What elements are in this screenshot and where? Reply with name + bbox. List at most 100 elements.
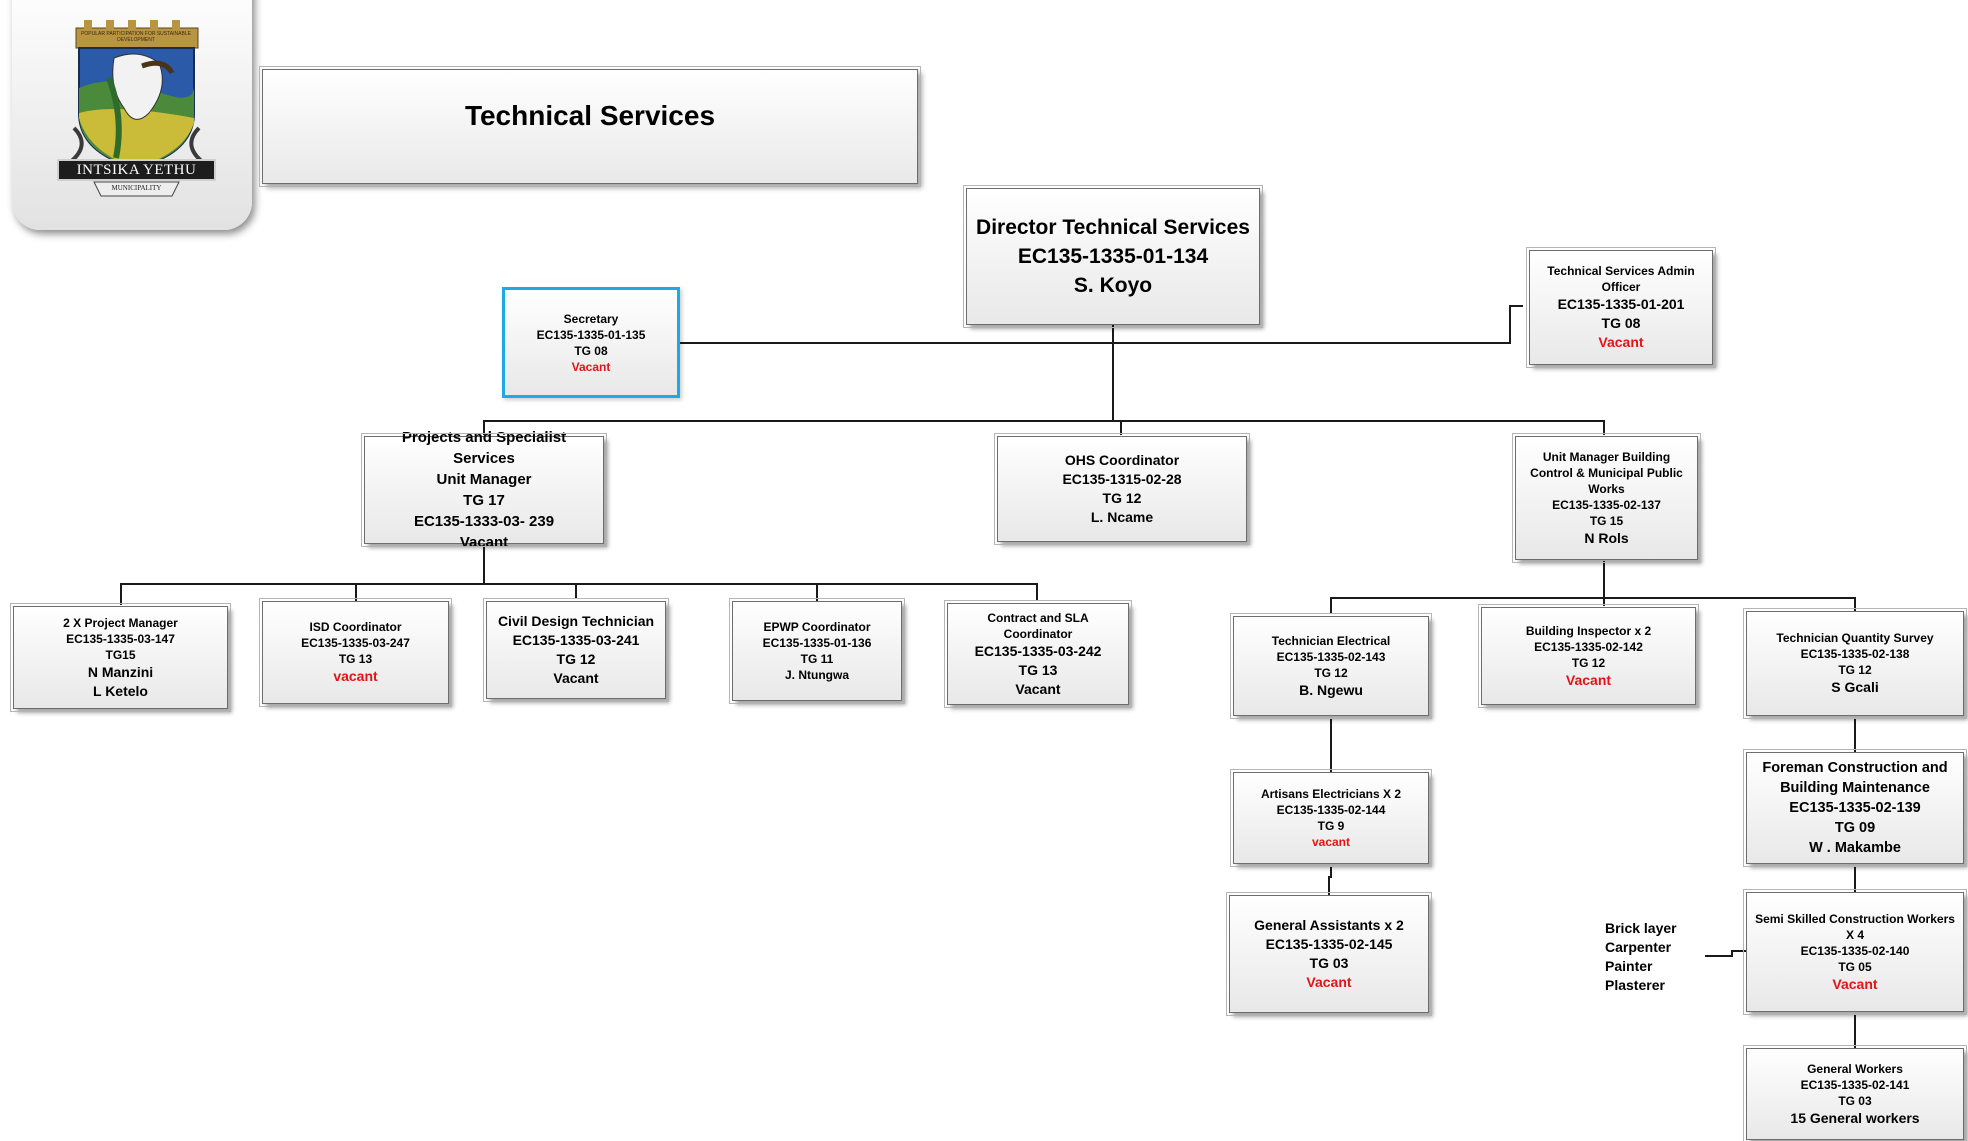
page-title-box: Technical Services (259, 66, 921, 187)
bldg-insp-grade: TG 12 (1571, 655, 1606, 670)
general-assistants-code: EC135-1335-02-145 (1265, 936, 1393, 952)
secretary-code: EC135-1335-01-135 (536, 327, 646, 342)
isd-title: ISD Coordinator (309, 620, 402, 634)
foreman-line2: Building Maintenance (1780, 780, 1930, 796)
projects-um-grade: TG 17 (463, 492, 505, 509)
isd-grade: TG 13 (338, 652, 373, 666)
artisans-title: Artisans Electricians X 2 (1260, 787, 1402, 801)
director-code: EC135-1335-01-134 (1017, 245, 1209, 268)
general-workers-title: General Workers (1807, 1061, 1903, 1076)
building-um-name: N Rols (1584, 529, 1629, 546)
epwp-title: EPWP Coordinator (763, 620, 871, 634)
projects-um-line2: Unit Manager (436, 471, 532, 488)
ohs-grade: TG 12 (1102, 490, 1142, 506)
org-box-semi-skilled-workers: Semi Skilled Construction Workers X 4 EC… (1743, 889, 1967, 1015)
trade-item: Painter (1605, 958, 1653, 974)
admin-officer-title: Technical Services Admin Officer (1547, 264, 1695, 294)
tech-elec-name: B. Ngewu (1299, 681, 1363, 698)
municipality-logo-card: POPULAR PARTICIPATION FOR SUSTAINABLE DE… (12, 0, 252, 230)
civil-status: Vacant (553, 670, 599, 686)
org-box-contract-sla-coordinator: Contract and SLA Coordinator EC135-1335-… (944, 600, 1132, 708)
org-box-project-manager: 2 X Project Manager EC135-1335-03-147 TG… (10, 603, 231, 712)
contract-grade: TG 13 (1018, 661, 1058, 678)
project-manager-name2: L Ketelo (93, 682, 148, 699)
civil-code: EC135-1335-03-241 (512, 632, 640, 648)
epwp-grade: TG 11 (800, 652, 834, 666)
semi-skilled-line1: Semi Skilled Construction Workers (1755, 911, 1955, 926)
artisans-grade: TG 9 (1317, 819, 1345, 833)
artisans-code: EC135-1335-02-144 (1276, 803, 1386, 817)
projects-um-code: EC135-1333-03- 239 (413, 513, 555, 530)
logo-arc-text: POPULAR PARTICIPATION FOR SUSTAINABLE DE… (81, 31, 191, 43)
civil-title: Civil Design Technician (497, 613, 655, 629)
secretary-title: Secretary (563, 311, 619, 326)
contract-status: Vacant (1015, 680, 1061, 697)
tech-qs-grade: TG 12 (1838, 663, 1872, 677)
secretary-status: Vacant (571, 359, 611, 374)
logo-sub-text: MUNICIPALITY (111, 184, 162, 192)
foreman-line1: Foreman Construction and (1762, 760, 1948, 776)
bldg-insp-code: EC135-1335-02-142 (1534, 639, 1643, 654)
trade-item: Plasterer (1605, 977, 1665, 993)
civil-grade: TG 12 (556, 651, 596, 667)
org-box-building-unit-manager: Unit Manager Building Control & Municipa… (1512, 433, 1701, 563)
municipality-crest-logo (57, 20, 216, 197)
epwp-code: EC135-1335-01-136 (762, 636, 872, 650)
projects-um-status: Vacant (459, 534, 509, 551)
general-workers-code: EC135-1335-02-141 (1800, 1077, 1910, 1092)
org-box-general-workers: General Workers EC135-1335-02-141 TG 03 … (1743, 1045, 1967, 1141)
line-artisans-ga (1328, 866, 1332, 895)
admin-officer-grade: TG 08 (1601, 315, 1641, 331)
org-box-isd-coordinator: ISD Coordinator EC135-1335-03-247 TG 13 … (259, 598, 452, 707)
epwp-name: J. Ntungwa (784, 668, 849, 682)
foreman-grade: TG 09 (1834, 820, 1876, 836)
trade-item: Carpenter (1605, 939, 1672, 955)
semi-skilled-code: EC135-1335-02-140 (1800, 943, 1910, 958)
org-box-ohs-coordinator: OHS Coordinator EC135-1315-02-28 TG 12 L… (994, 433, 1250, 545)
tech-qs-title: Technician Quantity Survey (1776, 631, 1934, 645)
line-building-bus (1330, 597, 1856, 614)
building-um-grade: TG 15 (1589, 513, 1624, 528)
org-box-secretary: Secretary EC135-1335-01-135 TG 08 Vacant (502, 287, 680, 398)
trade-item: Brick layer (1605, 920, 1677, 936)
tech-elec-title: Technician Electrical (1271, 633, 1391, 648)
director-title: Director Technical Services (976, 216, 1250, 239)
org-box-technician-electrical: Technician Electrical EC135-1335-02-143 … (1230, 613, 1432, 719)
general-assistants-status: Vacant (1306, 974, 1352, 990)
tech-elec-grade: TG 12 (1314, 665, 1348, 680)
bldg-insp-title: Building Inspector x 2 (1525, 623, 1652, 638)
director-name: S. Koyo (1073, 274, 1153, 297)
isd-status: vacant (333, 668, 378, 684)
contract-code: EC135-1335-03-242 (974, 642, 1102, 659)
tech-qs-code: EC135-1335-02-138 (1800, 647, 1910, 661)
org-box-general-assistants: General Assistants x 2 EC135-1335-02-145… (1226, 892, 1432, 1016)
trades-list: Brick layer Carpenter Painter Plasterer (1605, 919, 1677, 995)
line-trades (1705, 950, 1746, 957)
tech-qs-name: S Gcali (1831, 679, 1879, 695)
semi-skilled-grade: TG 05 (1838, 959, 1872, 974)
line-level2-bus (483, 420, 1605, 435)
general-workers-grade: TG 03 (1838, 1093, 1872, 1108)
artisans-status: vacant (1311, 835, 1351, 849)
secretary-grade: TG 08 (574, 343, 608, 358)
semi-skilled-line2: X 4 (1845, 927, 1864, 942)
tech-elec-code: EC135-1335-02-143 (1276, 649, 1386, 664)
foreman-name: W . Makambe (1809, 840, 1901, 856)
line-secretary-admin (680, 305, 1523, 344)
bldg-insp-status: Vacant (1565, 671, 1612, 688)
org-box-artisans-electricians: Artisans Electricians X 2 EC135-1335-02-… (1230, 769, 1432, 867)
org-box-building-inspector: Building Inspector x 2 EC135-1335-02-142… (1478, 604, 1699, 708)
foreman-code: EC135-1335-02-139 (1789, 800, 1921, 816)
projects-um-line1: Projects and Specialist Services (401, 429, 567, 467)
general-workers-name: 15 General workers (1790, 1109, 1920, 1126)
line-projects-bus (120, 583, 1038, 605)
org-box-projects-unit-manager: Projects and Specialist Services Unit Ma… (361, 429, 607, 551)
building-um-code: EC135-1335-02-137 (1552, 497, 1661, 512)
org-box-civil-design-technician: Civil Design Technician EC135-1335-03-24… (483, 598, 669, 702)
org-box-foreman-construction: Foreman Construction and Building Mainte… (1743, 749, 1967, 867)
admin-officer-status: Vacant (1598, 334, 1644, 350)
logo-banner-text: INTSIKA YETHU (76, 162, 197, 178)
ohs-code: EC135-1315-02-28 (1062, 471, 1182, 487)
ohs-name: L. Ncame (1090, 509, 1154, 525)
